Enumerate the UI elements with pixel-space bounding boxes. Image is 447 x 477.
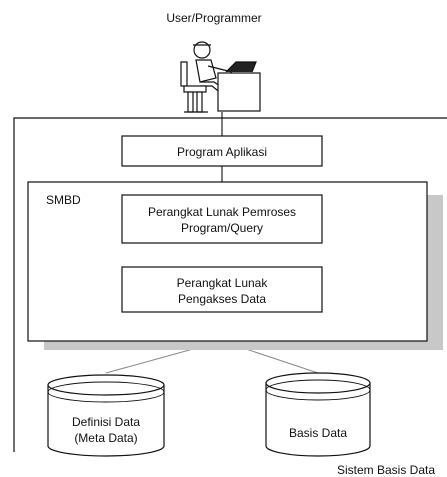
- definisi-label-2: (Meta Data): [74, 431, 137, 445]
- pengakses-label-2: Pengakses Data: [178, 292, 266, 306]
- smbd-label: SMBD: [46, 193, 81, 207]
- pemroses-box: [121, 194, 323, 244]
- pemroses-label-1: Perangkat Lunak Pemroses: [148, 205, 296, 219]
- user-programmer-icon: [180, 41, 261, 113]
- user-label: User/Programmer: [166, 11, 261, 25]
- basis-data-cylinder: [265, 372, 371, 457]
- definisi-label-1: Definisi Data: [72, 415, 140, 429]
- definisi-data-cylinder: [47, 374, 165, 457]
- system-label: Sistem Basis Data: [337, 463, 435, 477]
- program-aplikasi-label: Program Aplikasi: [177, 145, 267, 159]
- system-boundary: [13, 117, 447, 452]
- basis-data-label: Basis Data: [289, 426, 347, 440]
- pengakses-label-1: Perangkat Lunak: [177, 276, 269, 290]
- pemroses-label-2: Program/Query: [181, 221, 263, 235]
- pengakses-box: [121, 266, 323, 313]
- program-aplikasi-box: [121, 135, 323, 167]
